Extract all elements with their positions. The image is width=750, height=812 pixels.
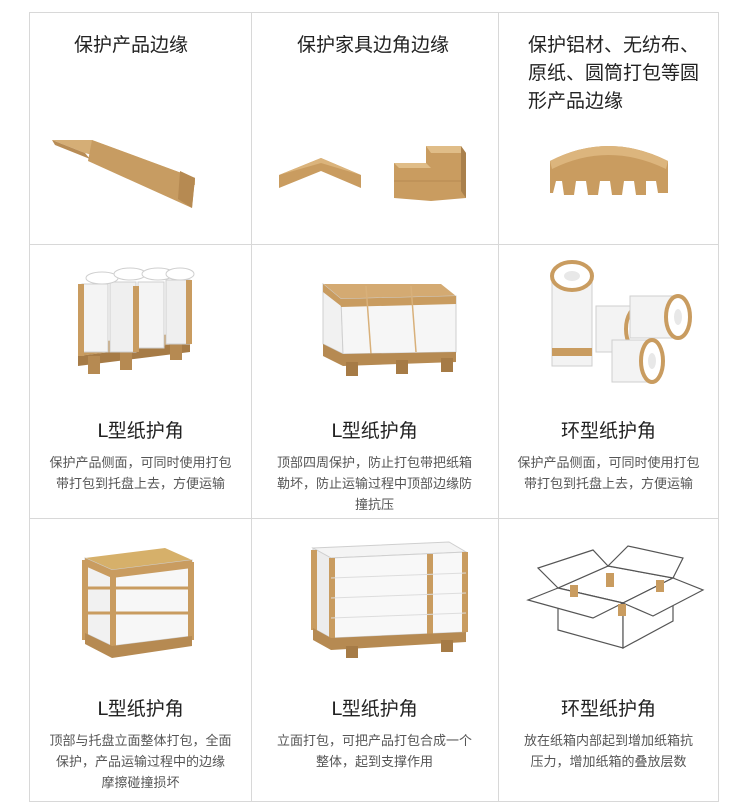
- cell-title-line: 原纸、圆筒打包等圆: [528, 62, 700, 84]
- cell-desc-line: 勒坏，防止运输过程中顶部边缘防: [276, 477, 472, 492]
- cell-desc-line: 立面打包，可把产品打包合成一个: [276, 734, 472, 749]
- cell-desc-line: 放在纸箱内部起到增加纸箱抗: [523, 734, 693, 749]
- cell-desc-line: 保护，产品运输过程中的边缘: [55, 755, 225, 770]
- cell-title: 保护家具边角边缘: [297, 34, 450, 56]
- product-grid: 保护产品边缘 保护家具边角边缘 保护铝材、无纺布、 原纸、圆筒打包等圆 形产品边…: [29, 12, 719, 802]
- cell-desc-line: 摩擦碰撞损坏: [101, 776, 180, 791]
- cell-desc-line: 顶部与托盘立面整体打包，全面: [49, 734, 232, 749]
- grid-divider: [251, 13, 252, 801]
- cell-desc-line: 撞抗压: [354, 498, 394, 513]
- cell-product-edge: 保护产品边缘: [30, 13, 251, 244]
- cell-l-corner-side: L型纸护角 保护产品侧面，可同时使用打包 带打包到托盘上去，方便运输: [30, 244, 251, 518]
- wrapped-pallet-box-image: [82, 548, 194, 658]
- cell-title: L型纸护角: [97, 420, 184, 442]
- grid-divider: [498, 13, 499, 801]
- cell-title: 环型纸护角: [560, 420, 656, 442]
- cell-title: 保护产品边缘: [74, 34, 189, 56]
- cell-furniture-corner: 保护家具边角边缘: [251, 13, 498, 244]
- cell-title-line: 形产品边缘: [528, 90, 624, 112]
- cell-title-line: 保护铝材、无纺布、: [528, 34, 700, 56]
- grid-divider: [30, 244, 718, 245]
- cell-desc-line: 整体，起到支撑作用: [315, 755, 433, 770]
- open-carton-with-corners-image: [526, 545, 705, 650]
- cell-desc-line: 保护产品侧面，可同时使用打包: [517, 456, 700, 471]
- ring-edge-protector-image: [550, 146, 668, 195]
- cell-ring-corner: 环型纸护角 保护产品侧面，可同时使用打包 带打包到托盘上去，方便运输: [498, 244, 719, 518]
- cell-l-corner-vertical: L型纸护角 立面打包，可把产品打包合成一个 整体，起到支撑作用: [251, 518, 498, 803]
- cell-desc-line: 带打包到托盘上去，方便运输: [55, 477, 225, 492]
- cell-desc-line: 压力，增加纸箱的叠放层数: [530, 755, 687, 770]
- pallet-box-top-corner-image: [322, 282, 457, 376]
- cell-l-corner-top: L型纸护角 顶部四周保护，防止打包带把纸箱 勒坏，防止运输过程中顶部边缘防 撞抗…: [251, 244, 498, 518]
- corner-protector-image: [279, 146, 466, 201]
- grid-divider: [30, 518, 718, 519]
- paper-rolls-with-ring-corner-image: [550, 260, 692, 384]
- pallet-rolls-image: [78, 267, 195, 374]
- cell-desc-line: 保护产品侧面，可同时使用打包: [49, 456, 232, 471]
- cell-title: L型纸护角: [331, 698, 418, 720]
- cell-desc-line: 带打包到托盘上去，方便运输: [523, 477, 693, 492]
- cell-title: 环型纸护角: [560, 698, 656, 720]
- vertical-bundle-pallet-image: [311, 541, 468, 658]
- l-angle-strip-image: [52, 140, 195, 208]
- cell-l-corner-full: L型纸护角 顶部与托盘立面整体打包，全面 保护，产品运输过程中的边缘 摩擦碰撞损…: [30, 518, 251, 803]
- cell-title: L型纸护角: [97, 698, 184, 720]
- cell-title: L型纸护角: [331, 420, 418, 442]
- cell-ring-corner-box: 环型纸护角 放在纸箱内部起到增加纸箱抗 压力，增加纸箱的叠放层数: [498, 518, 719, 803]
- cell-round-edge: 保护铝材、无纺布、 原纸、圆筒打包等圆 形产品边缘: [498, 13, 719, 244]
- cell-desc-line: 顶部四周保护，防止打包带把纸箱: [276, 456, 472, 471]
